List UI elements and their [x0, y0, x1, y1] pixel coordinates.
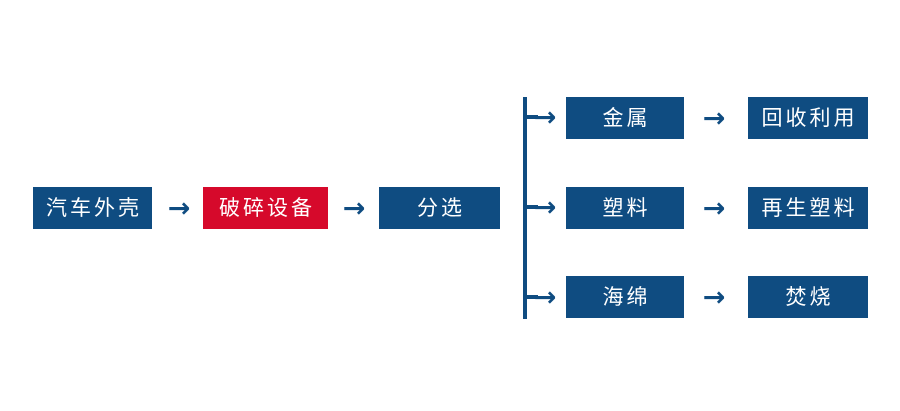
node-sponge[interactable]: 海绵: [566, 276, 684, 318]
branch-stub-metal: [523, 115, 538, 119]
branch-stub-sponge: [523, 295, 538, 299]
arrow-right-icon-plastic-to-regenerated: →: [702, 192, 726, 224]
node-plastic[interactable]: 塑料: [566, 187, 684, 229]
node-regenerated-plastic[interactable]: 再生塑料: [748, 187, 868, 229]
arrow-right-icon-metal-to-recycle: →: [702, 102, 726, 134]
arrow-right-icon-sponge-to-incineration: →: [702, 281, 726, 313]
arrow-right-icon-branch-plastic: →: [533, 191, 557, 223]
arrow-right-icon-branch-metal: →: [533, 101, 557, 133]
node-sorting[interactable]: 分选: [379, 187, 500, 229]
branch-stub-plastic: [523, 205, 538, 209]
arrow-right-icon-branch-sponge: →: [533, 281, 557, 313]
node-incineration[interactable]: 焚烧: [748, 276, 868, 318]
node-car-shell[interactable]: 汽车外壳: [33, 187, 152, 229]
node-metal[interactable]: 金属: [566, 97, 684, 139]
arrow-right-icon-2: →: [342, 192, 366, 224]
node-shredding-equipment[interactable]: 破碎设备: [203, 187, 328, 229]
node-recycling-reuse[interactable]: 回收利用: [748, 97, 868, 139]
arrow-right-icon-1: →: [167, 192, 191, 224]
